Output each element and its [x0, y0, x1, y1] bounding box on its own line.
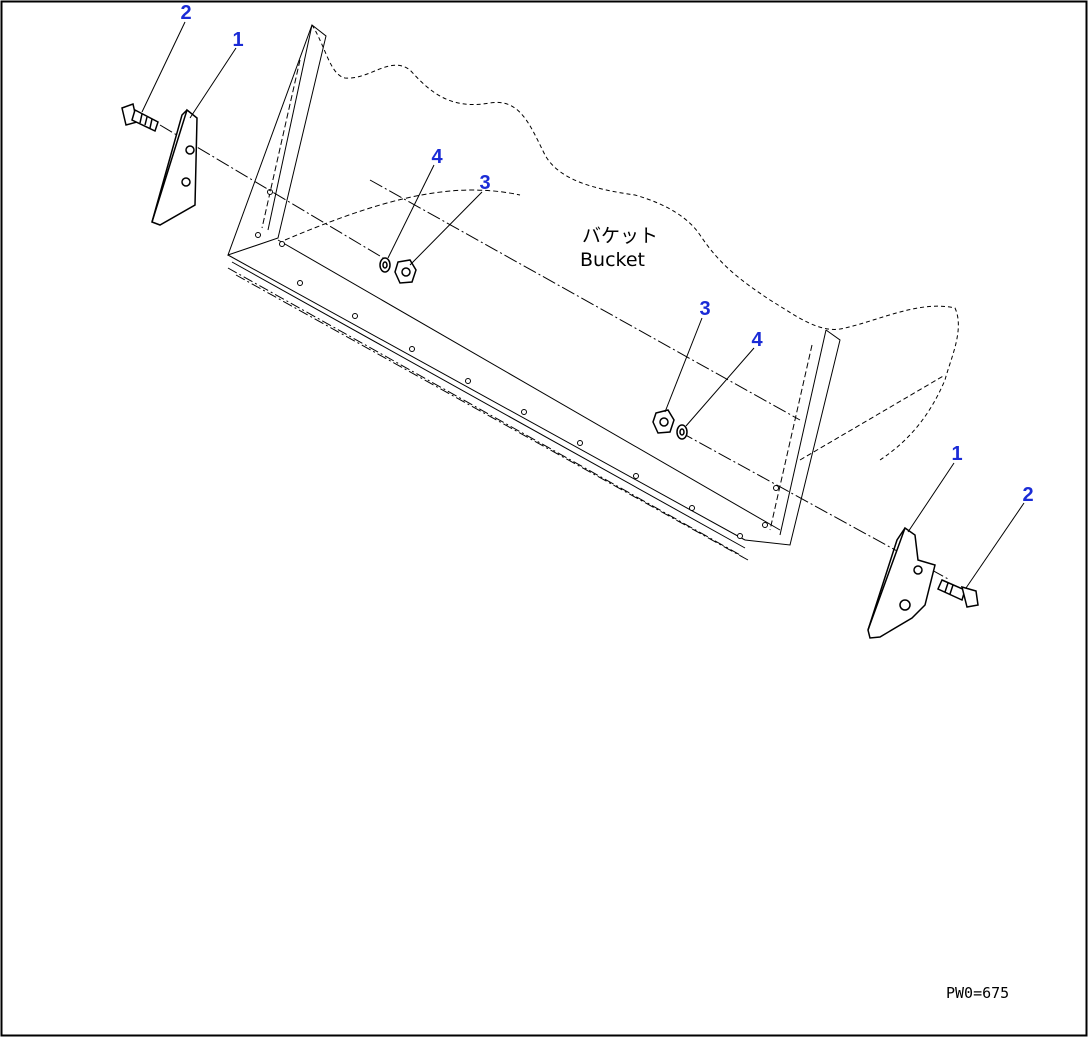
callout-bolt-right: 2	[1022, 484, 1033, 506]
leader-cutter-left	[189, 47, 237, 119]
cutting-edge-mid	[231, 261, 746, 549]
leader-nut-right	[664, 317, 703, 413]
callout-washer-left: 4	[431, 146, 443, 168]
callout-nut-right: 3	[699, 298, 710, 320]
cutting-edge-top	[227, 254, 746, 541]
bolt-right	[937, 579, 979, 608]
cutting-edge-inner	[277, 239, 781, 531]
centerline-left	[159, 124, 391, 263]
leader-bolt-right	[965, 502, 1025, 589]
washer-left	[379, 257, 391, 273]
bolt-holes	[255, 189, 779, 539]
callout-nut-left: 3	[479, 172, 490, 194]
washer-right	[676, 424, 688, 440]
drawing-code: PW0=675	[946, 984, 1009, 1002]
bucket-right-side-edge	[779, 329, 827, 536]
leader-lines	[141, 21, 1025, 589]
bucket-label-en: Bucket	[580, 249, 645, 271]
centerlines	[159, 124, 951, 581]
callout-cutter-left: 1	[232, 29, 243, 51]
nut-right	[652, 409, 675, 434]
bucket-left-side	[227, 24, 327, 256]
callout-bolt-left: 2	[180, 2, 191, 24]
nut-left	[394, 259, 417, 284]
side-cutter-left	[151, 108, 198, 226]
bucket-label-ja: バケット	[582, 225, 658, 247]
leader-washer-left	[387, 164, 435, 259]
callout-cutter-right: 1	[951, 443, 962, 465]
side-cutter-right	[867, 526, 936, 639]
leader-cutter-right	[907, 462, 955, 533]
cutting-edge-lower	[235, 274, 749, 561]
leader-bolt-left	[141, 21, 186, 113]
bucket	[227, 24, 959, 561]
bolt-left	[121, 103, 159, 133]
leader-nut-left	[409, 191, 483, 266]
centerline-top	[369, 179, 801, 421]
centerline-right	[679, 431, 951, 581]
bucket-bottom-right	[799, 374, 946, 461]
bucket-right-side	[744, 329, 841, 546]
bucket-right-side-inner	[769, 344, 813, 531]
cutting-edge-bottom	[227, 267, 743, 557]
bucket-left-side-inner	[261, 59, 301, 229]
bucket-top-outline	[311, 24, 959, 461]
bucket-left-side-edge	[267, 24, 313, 231]
leader-washer-right	[685, 347, 755, 427]
bucket-floor	[284, 189, 521, 241]
callout-washer-right: 4	[751, 329, 763, 351]
